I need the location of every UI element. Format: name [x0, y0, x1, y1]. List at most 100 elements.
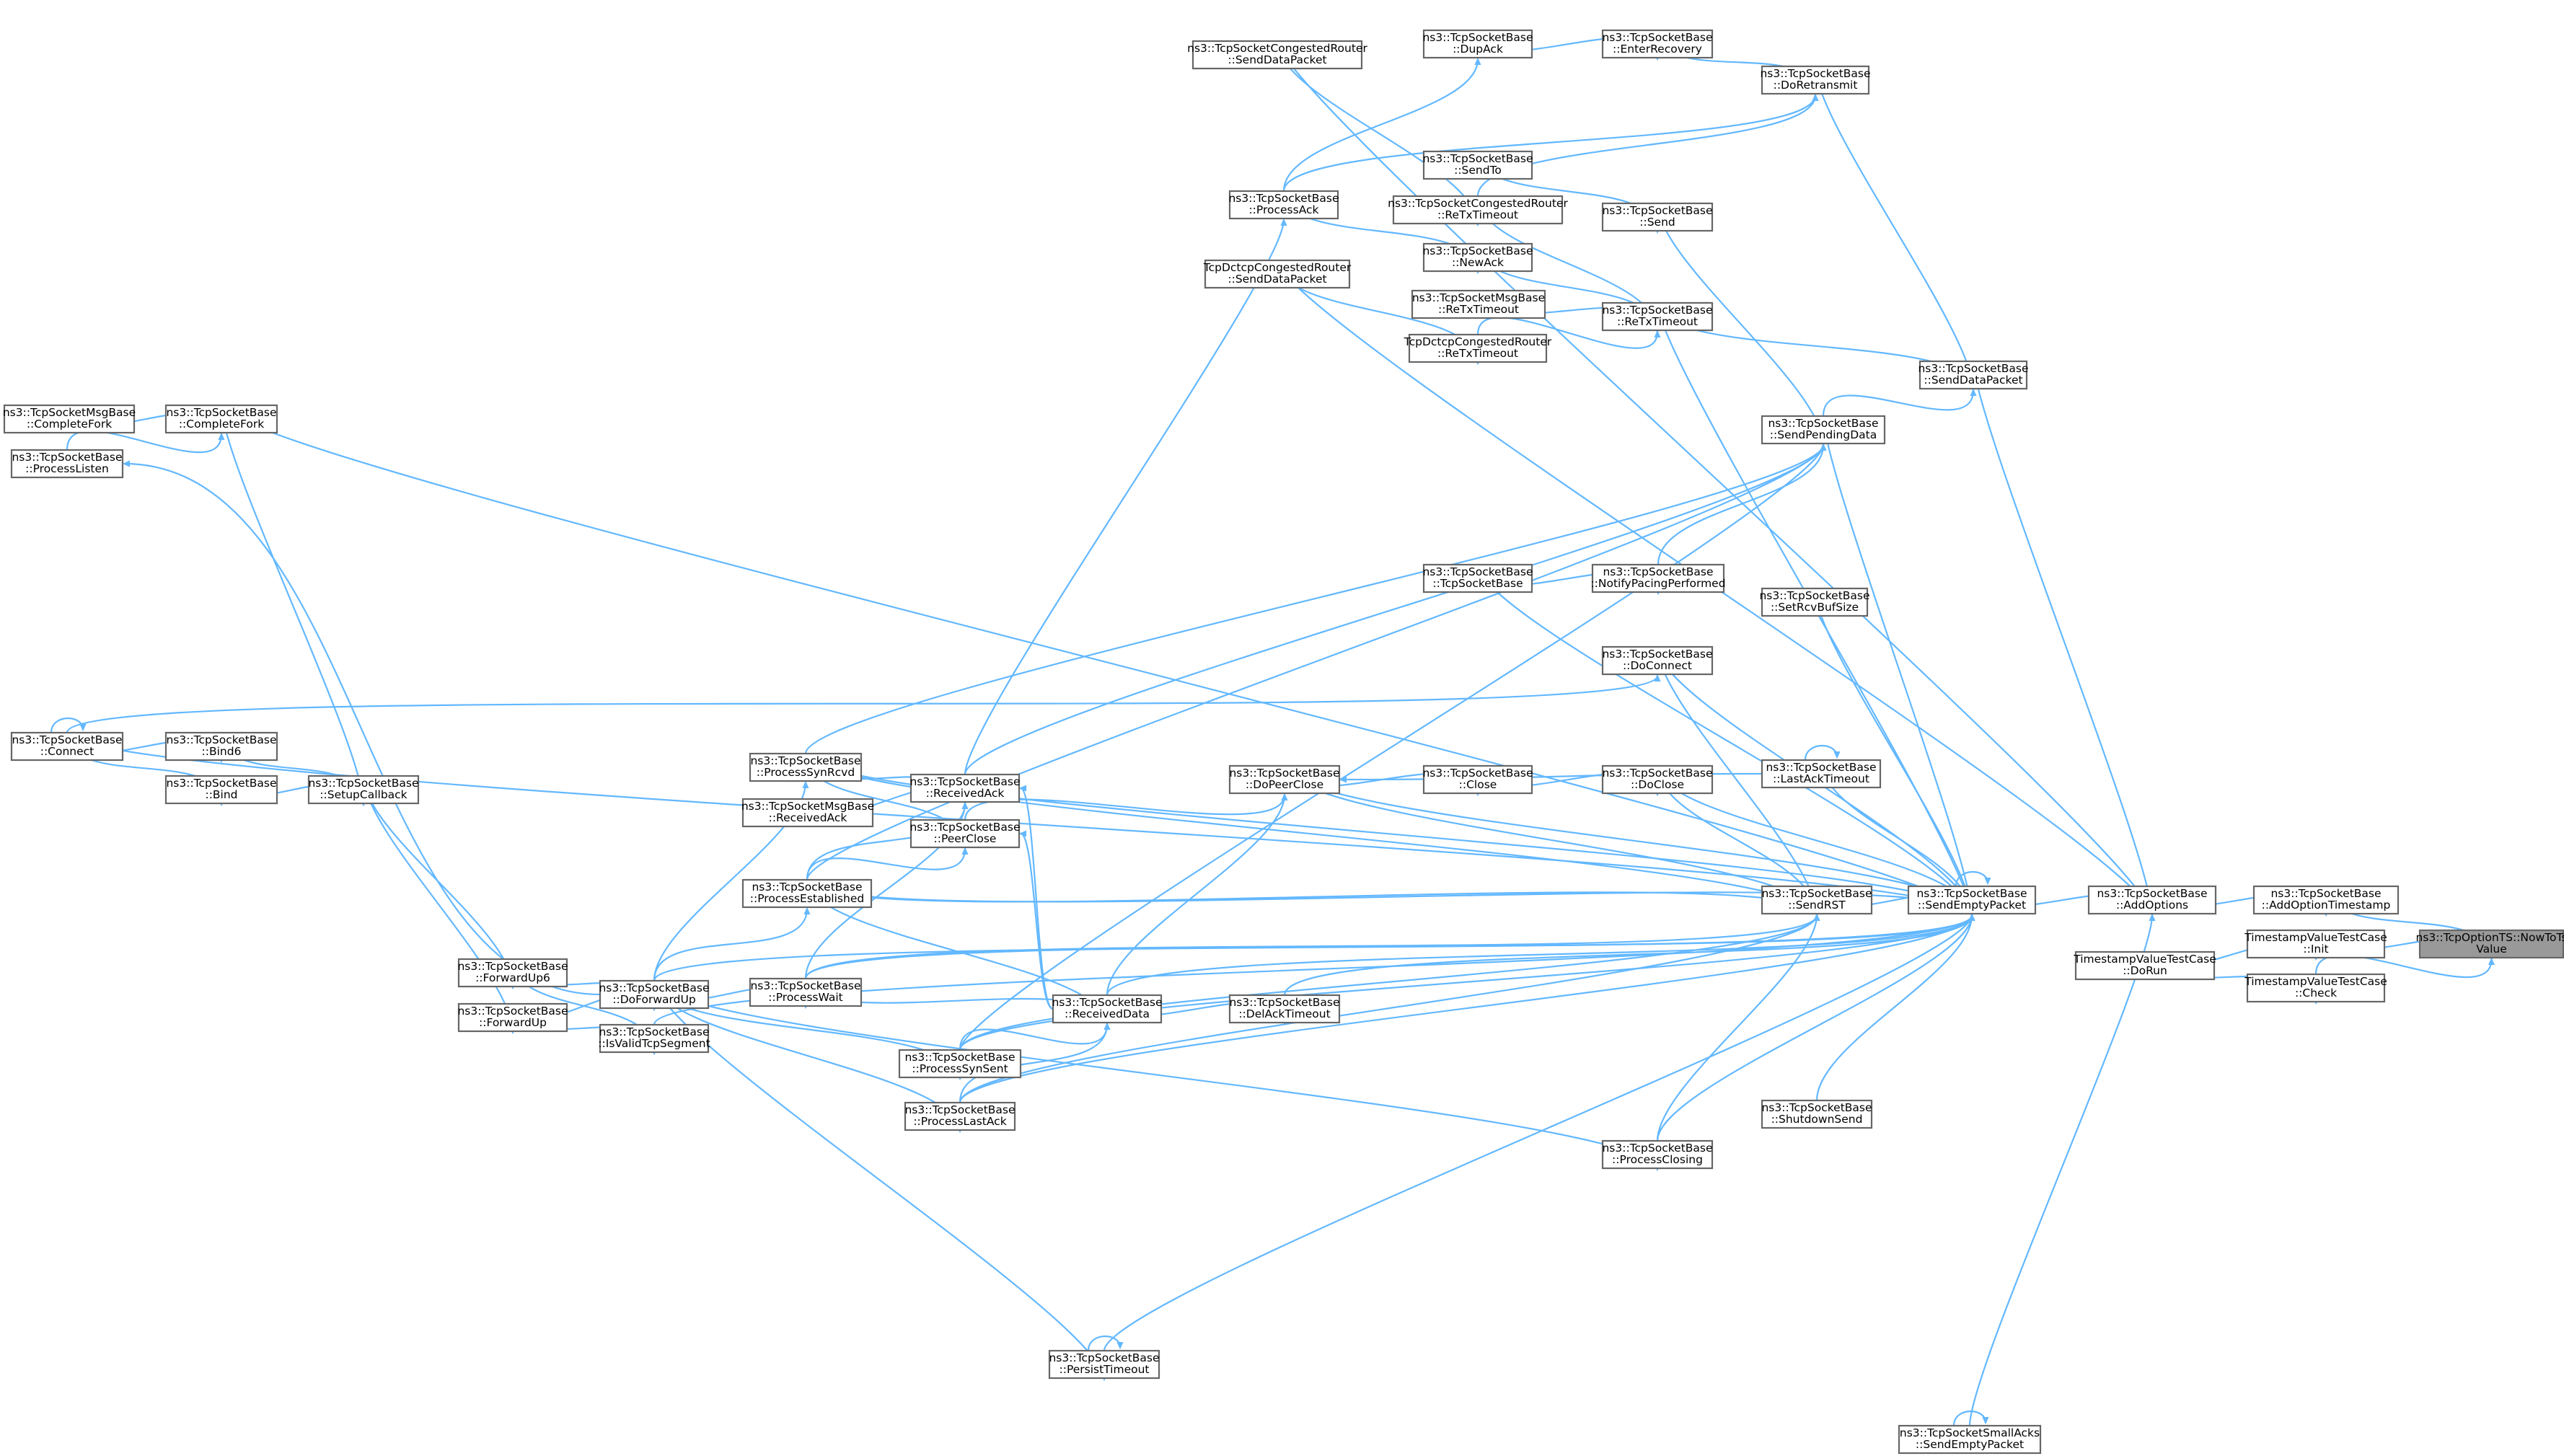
edge-tsbCtor-to-sendEmpty [1476, 564, 1972, 915]
edge-connect-to-doConnect [66, 676, 1657, 733]
node-box [1228, 764, 1341, 795]
graph-node-lastAckTimeout[interactable]: ns3::TcpSocketBase::LastAckTimeout [1761, 759, 1882, 789]
node-label-line2: ::DoForwardUp [612, 993, 695, 1006]
edge-persistTimeout-to-persistTimeout [1087, 1335, 1120, 1351]
graph-node-setupCallback[interactable]: ns3::TcpSocketBase::SetupCallback [307, 775, 420, 805]
graph-node-sendDataPkt[interactable]: ns3::TcpSocketBase::SendDataPacket [1918, 360, 2029, 390]
graph-node-tsbCtor[interactable]: ns3::TcpSocketBase::TcpSocketBase [1422, 563, 1533, 594]
node-box [10, 449, 124, 479]
graph-node-bind6[interactable]: ns3::TcpSocketBase::Bind6 [164, 731, 278, 762]
node-label-line1: ns3::TcpSocketBase [12, 733, 122, 746]
node-label-line2: ::DoRun [2123, 964, 2167, 977]
node-label-line2: ::ProcessListen [25, 462, 109, 475]
node-label-line2: ::PeerClose [934, 832, 997, 845]
graph-node-shutdownSend[interactable]: ns3::TcpSocketBase::ShutdownSend [1761, 1099, 1873, 1129]
graph-node-processEstablished[interactable]: ns3::TcpSocketBase::ProcessEstablished [741, 878, 873, 909]
graph-node-enterRecovery[interactable]: ns3::TcpSocketBase::EnterRecovery [1601, 29, 1714, 59]
edge-receivedAck-to-sendPending [964, 445, 1823, 775]
graph-node-doClose[interactable]: ns3::TcpSocketBase::DoClose [1601, 764, 1714, 795]
edge-notifyPacing-to-sendPending [1657, 445, 1823, 565]
node-label-line1: TimestampValueTestCase [2244, 931, 2387, 944]
node-label-line2: Value [2476, 943, 2507, 956]
node-label-line1: ns3::TcpSocketSmallAcks [1900, 1426, 2040, 1439]
node-label-line2: ::NotifyPacingPerformed [1590, 577, 1725, 590]
node-label-line2: ::SetRcvBufSize [1771, 601, 1859, 614]
node-label-line2: ::SendEmptyPacket [1918, 899, 2026, 912]
graph-node-tvDoRun[interactable]: TimestampValueTestCase::DoRun [2073, 950, 2216, 981]
graph-node-doConnect[interactable]: ns3::TcpSocketBase::DoConnect [1601, 645, 1714, 676]
graph-node-processListen[interactable]: ns3::TcpSocketBase::ProcessListen [10, 449, 124, 479]
graph-node-sendTo[interactable]: ns3::TcpSocketBase::SendTo [1422, 150, 1533, 180]
node-box [1422, 764, 1533, 795]
graph-node-notifyPacing[interactable]: ns3::TcpSocketBase::NotifyPacingPerforme… [1590, 563, 1726, 594]
graph-node-dupAck[interactable]: ns3::TcpSocketBase::DupAck [1422, 29, 1533, 59]
graph-node-send[interactable]: ns3::TcpSocketBase::Send [1601, 202, 1714, 232]
graph-node-msgRetx[interactable]: ns3::TcpSocketMsgBase::ReTxTimeout [1411, 289, 1546, 319]
graph-node-peerClose[interactable]: ns3::TcpSocketBase::PeerClose [909, 819, 1021, 849]
graph-node-processWait[interactable]: ns3::TcpSocketBase::ProcessWait [749, 977, 863, 1007]
node-label-line2: ::Close [1459, 778, 1497, 791]
graph-node-msgCompleteFork[interactable]: ns3::TcpSocketMsgBase::CompleteFork [3, 404, 136, 434]
graph-node-addOptTs[interactable]: ns3::TcpSocketBase::AddOptionTimestamp [2252, 885, 2400, 915]
node-box [10, 731, 124, 762]
edge-connect-to-connect [50, 717, 83, 733]
node-label-line2: ::CompleteFork [27, 418, 112, 431]
graph-node-newAck[interactable]: ns3::TcpSocketBase::NewAck [1422, 242, 1533, 273]
node-label-line1: ns3::TcpSocketBase [2097, 887, 2207, 900]
node-label-line2: ::LastAckTimeout [1773, 772, 1869, 785]
graph-node-processSynRcvd[interactable]: ns3::TcpSocketBase::ProcessSynRcvd [749, 752, 863, 782]
graph-node-bind[interactable]: ns3::TcpSocketBase::Bind [164, 775, 278, 805]
node-label-line2: ::ProcessWait [768, 991, 842, 1004]
graph-node-msgReceivedAck[interactable]: ns3::TcpSocketMsgBase::ReceivedAck [741, 798, 874, 828]
edge-dctcpRetx-to-retxTimeout [1476, 317, 1657, 349]
graph-node-sendPending[interactable]: ns3::TcpSocketBase::SendPendingData [1761, 415, 1886, 445]
edge-smallAcks-to-addOptions [1968, 915, 2152, 1426]
node-label-line2: ::ReTxTimeout [1437, 208, 1518, 221]
graph-node-scrRetx[interactable]: ns3::TcpSocketCongestedRouter::ReTxTimeo… [1388, 195, 1568, 225]
graph-node-sendRst[interactable]: ns3::TcpSocketBase::SendRST [1761, 885, 1873, 915]
graph-node-connect[interactable]: ns3::TcpSocketBase::Connect [10, 731, 124, 762]
node-label-line2: ::Send [1639, 216, 1675, 229]
node-label-line1: ns3::TcpSocketBase [1602, 648, 1712, 661]
node-label-line1: TcpDctcpCongestedRouter [1203, 261, 1352, 274]
graph-node-retxTimeout[interactable]: ns3::TcpSocketBase::ReTxTimeout [1601, 301, 1714, 332]
node-label-line1: ns3::TcpSocketBase [1602, 304, 1712, 317]
graph-node-processSynSent[interactable]: ns3::TcpSocketBase::ProcessSynSent [898, 1049, 1022, 1079]
graph-node-tvInit[interactable]: TimestampValueTestCase::Init [2244, 929, 2387, 959]
node-label-line2: ::NewAck [1452, 256, 1504, 269]
nodes-layer: ns3::TcpOptionTS::NowToTsValuens3::TcpSo… [3, 29, 2564, 1455]
graph-node-tvCheck[interactable]: TimestampValueTestCase::Check [2244, 973, 2387, 1003]
graph-node-smallAcks[interactable]: ns3::TcpSocketSmallAcks::SendEmptyPacket [1898, 1424, 2042, 1455]
graph-node-processClosing[interactable]: ns3::TcpSocketBase::ProcessClosing [1601, 1139, 1714, 1170]
graph-node-receivedData[interactable]: ns3::TcpSocketBase::ReceivedData [1052, 994, 1163, 1024]
graph-node-doForwardUp[interactable]: ns3::TcpSocketBase::DoForwardUp [599, 979, 710, 1010]
node-box [457, 1002, 568, 1033]
graph-node-sendEmpty[interactable]: ns3::TcpSocketBase::SendEmptyPacket [1907, 885, 2037, 915]
graph-node-forwardUp6[interactable]: ns3::TcpSocketBase::ForwardUp6 [457, 958, 568, 988]
graph-node-receivedAck[interactable]: ns3::TcpSocketBase::ReceivedAck [909, 773, 1021, 803]
graph-node-doRetransmit[interactable]: ns3::TcpSocketBase::DoRetransmit [1760, 65, 1871, 95]
graph-node-close[interactable]: ns3::TcpSocketBase::Close [1422, 764, 1533, 795]
graph-node-persistTimeout[interactable]: ns3::TcpSocketBase::PersistTimeout [1048, 1349, 1160, 1380]
graph-node-completeFork[interactable]: ns3::TcpSocketBase::CompleteFork [164, 404, 278, 434]
graph-node-scrSendData[interactable]: ns3::TcpSocketCongestedRouter::SendDataP… [1187, 40, 1367, 70]
graph-node-processLastAck[interactable]: ns3::TcpSocketBase::ProcessLastAck [904, 1101, 1016, 1131]
graph-node-processAck[interactable]: ns3::TcpSocketBase::ProcessAck [1228, 190, 1339, 220]
graph-node-setRcvBuf[interactable]: ns3::TcpSocketBase::SetRcvBufSize [1759, 587, 1870, 617]
graph-node-isValidTcp[interactable]: ns3::TcpSocketBase::IsValidTcpSegment [598, 1023, 710, 1054]
graph-node-dctcpSendData[interactable]: TcpDctcpCongestedRouter::SendDataPacket [1203, 259, 1352, 289]
node-label-line1: ns3::TcpSocketBase [750, 979, 860, 992]
node-box [1761, 1099, 1873, 1129]
graph-node-doPeerClose[interactable]: ns3::TcpSocketBase::DoPeerClose [1228, 764, 1341, 795]
node-label-line2: ::DoRetransmit [1774, 79, 1858, 92]
node-box [1918, 360, 2028, 390]
node-label-line1: ns3::TcpSocketBase [1422, 152, 1533, 165]
graph-node-addOptions[interactable]: ns3::TcpSocketBase::AddOptions [2087, 885, 2217, 915]
node-box [1898, 1424, 2042, 1455]
graph-node-forwardUp[interactable]: ns3::TcpSocketBase::ForwardUp [457, 1002, 568, 1033]
graph-node-dctcpRetx[interactable]: TcpDctcpCongestedRouter::ReTxTimeout [1404, 333, 1552, 363]
edge-doForwardUp-to-processEstablished [653, 909, 807, 981]
graph-node-delAckTimeout[interactable]: ns3::TcpSocketBase::DelAckTimeout [1228, 994, 1341, 1024]
node-box [741, 878, 873, 909]
